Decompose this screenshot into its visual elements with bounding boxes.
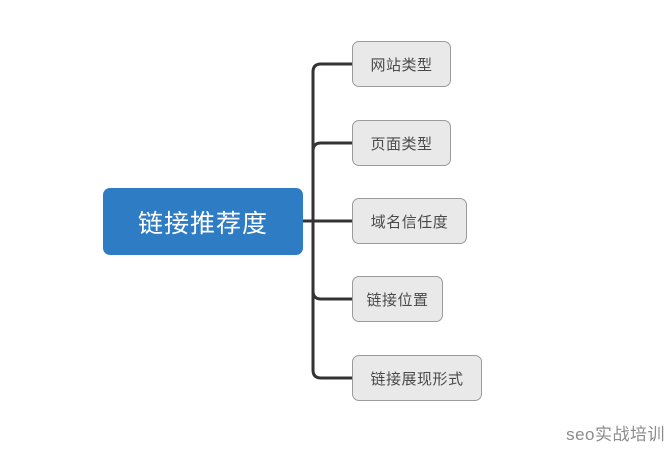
child-node-label: 链接展现形式 bbox=[370, 370, 464, 388]
child-node-label: 网站类型 bbox=[370, 56, 433, 74]
child-node-link-display-format[interactable]: 链接展现形式 bbox=[352, 355, 482, 401]
child-node-label: 域名信任度 bbox=[370, 213, 449, 231]
connector-branch-4 bbox=[311, 290, 352, 301]
connector-branch-1 bbox=[311, 62, 352, 73]
connector-branch-2 bbox=[311, 141, 352, 152]
child-node-website-type[interactable]: 网站类型 bbox=[352, 41, 451, 87]
root-node-link-recommendation[interactable]: 链接推荐度 bbox=[103, 188, 303, 255]
child-node-label: 页面类型 bbox=[370, 135, 433, 153]
child-node-label: 链接位置 bbox=[366, 291, 429, 309]
watermark-text: seo实战培训 bbox=[566, 425, 665, 444]
root-node-label: 链接推荐度 bbox=[137, 209, 268, 238]
child-node-domain-trust[interactable]: 域名信任度 bbox=[352, 198, 467, 244]
connector-branch-5 bbox=[311, 369, 352, 380]
child-node-link-position[interactable]: 链接位置 bbox=[352, 276, 443, 322]
child-node-page-type[interactable]: 页面类型 bbox=[352, 120, 451, 166]
